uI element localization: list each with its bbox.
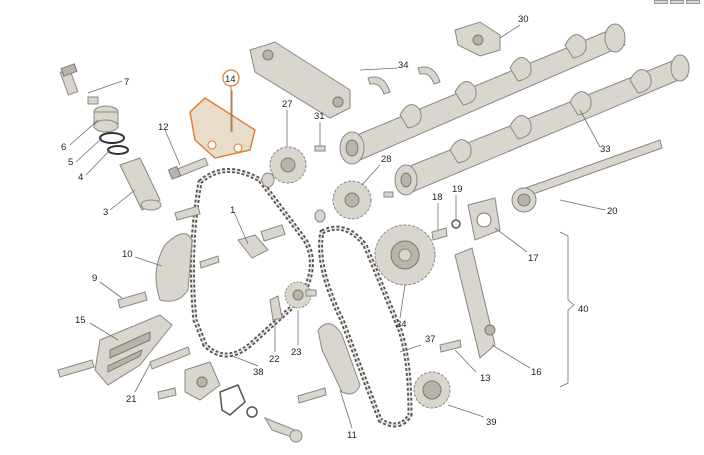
callout-28[interactable]: 28	[381, 154, 392, 165]
bracket-22[interactable]	[269, 295, 283, 321]
callout-16[interactable]: 16	[531, 367, 542, 378]
group-bracket-40	[559, 231, 575, 388]
pin-31[interactable]	[314, 145, 326, 152]
callout-38[interactable]: 38	[253, 367, 264, 378]
callout-15[interactable]: 15	[75, 315, 86, 326]
callout-labels: 1 3 4 5 6 7 9 10 11 12 13 14 15 16 17 18…	[61, 14, 618, 441]
callout-4[interactable]: 4	[78, 172, 83, 183]
timing-chain-38[interactable]	[189, 168, 314, 358]
bolt-12[interactable]	[167, 157, 209, 180]
pump-body[interactable]	[184, 361, 221, 401]
callout-10[interactable]: 10	[122, 249, 133, 260]
view-toolbar	[654, 0, 700, 4]
shaft-20[interactable]	[511, 139, 663, 213]
small-pin-7[interactable]	[87, 96, 99, 105]
callout-40[interactable]: 40	[578, 304, 589, 315]
chain-guide-10[interactable]	[155, 233, 193, 302]
callout-5[interactable]: 5	[68, 157, 73, 168]
crank-sprocket-39[interactable]	[413, 371, 451, 409]
callout-27[interactable]: 27	[282, 99, 293, 110]
bolt-11a[interactable]	[297, 387, 327, 404]
bolt-15a[interactable]	[57, 359, 95, 378]
bolt-21[interactable]	[149, 346, 191, 370]
o-ring-5[interactable]	[99, 132, 125, 144]
callout-39[interactable]: 39	[486, 417, 497, 428]
bearing-shells-34[interactable]	[367, 66, 441, 95]
chain-guide-14[interactable]	[189, 97, 256, 159]
callout-20[interactable]: 20	[607, 206, 618, 217]
callout-7[interactable]: 7	[124, 77, 129, 88]
callout-24[interactable]: 24	[396, 319, 407, 330]
bolt-18[interactable]	[431, 227, 448, 241]
toolbar-button-2[interactable]	[670, 0, 684, 4]
washer-27a[interactable]	[261, 172, 275, 188]
bolt-1a[interactable]	[174, 205, 201, 221]
callout-31[interactable]: 31	[314, 111, 325, 122]
small-bolt-9a[interactable]	[199, 255, 220, 269]
chain-guide-16[interactable]	[454, 247, 496, 359]
flange-17[interactable]	[467, 197, 501, 241]
washer-28a[interactable]	[314, 209, 326, 223]
callout-13[interactable]: 13	[480, 373, 491, 384]
callout-23[interactable]: 23	[291, 347, 302, 358]
timing-chain-37[interactable]	[318, 225, 413, 428]
seal-ring[interactable]	[246, 406, 258, 418]
gasket[interactable]	[219, 384, 246, 416]
callout-17[interactable]: 17	[528, 253, 539, 264]
bracket-1[interactable]	[237, 224, 286, 259]
sprocket-28[interactable]	[332, 180, 372, 220]
chain-guide-11[interactable]	[317, 323, 361, 395]
bolt-9[interactable]	[117, 291, 148, 309]
callout-1[interactable]: 1	[230, 205, 235, 216]
o-ring-4[interactable]	[107, 145, 129, 155]
callout-22[interactable]: 22	[269, 354, 280, 365]
sprocket-27[interactable]	[269, 146, 307, 184]
bearing-bridge-34[interactable]	[249, 41, 351, 119]
bolt-13[interactable]	[439, 339, 462, 353]
toolbar-button-1[interactable]	[654, 0, 668, 4]
sprocket-24[interactable]	[374, 224, 436, 286]
o-ring-19[interactable]	[451, 219, 461, 229]
leader-lines	[69, 24, 606, 429]
tensioner-blade-15[interactable]	[94, 314, 173, 386]
callout-14-marker	[222, 69, 240, 132]
bearing-cap[interactable]	[454, 21, 501, 57]
callout-34[interactable]: 34	[398, 60, 409, 71]
callout-30[interactable]: 30	[518, 14, 529, 25]
callout-37[interactable]: 37	[425, 334, 436, 345]
callout-11[interactable]: 11	[347, 430, 357, 441]
bolt-7[interactable]	[59, 63, 79, 96]
camshaft-30[interactable]	[339, 23, 626, 165]
pin-21a[interactable]	[157, 387, 177, 400]
washer-6[interactable]	[93, 105, 119, 133]
piston-part[interactable]	[263, 416, 303, 443]
pin-19a[interactable]	[383, 191, 394, 198]
callout-21[interactable]: 21	[126, 394, 137, 405]
callout-18[interactable]: 18	[432, 192, 443, 203]
callout-3[interactable]: 3	[103, 207, 108, 218]
callout-12[interactable]: 12	[158, 122, 169, 133]
toolbar-button-3[interactable]	[686, 0, 700, 4]
tappet-3[interactable]	[119, 157, 162, 211]
callout-9[interactable]: 9	[92, 273, 97, 284]
callout-14[interactable]: 14	[225, 74, 236, 85]
camshaft-33[interactable]	[394, 54, 690, 196]
callout-19[interactable]: 19	[452, 184, 463, 195]
callout-6[interactable]: 6	[61, 142, 66, 153]
spacer-23a[interactable]	[305, 289, 317, 297]
callout-33[interactable]: 33	[600, 144, 611, 155]
